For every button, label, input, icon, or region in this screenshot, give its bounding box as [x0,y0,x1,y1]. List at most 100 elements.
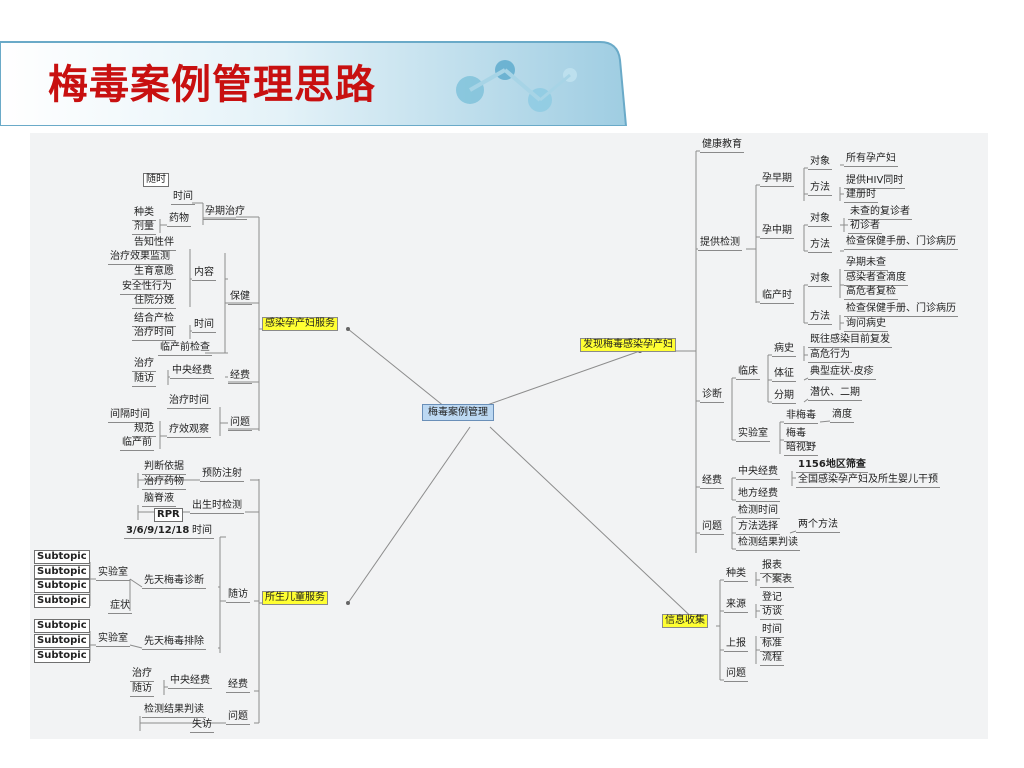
node-diagnosis[interactable]: 诊断 [700,389,724,403]
node-early-target[interactable]: 所有孕产妇 [844,153,898,167]
node-early-method[interactable]: 提供HIV同时 [844,175,906,189]
node-stage-value[interactable]: 潜伏、二期 [808,387,862,401]
node-issue-treatment-time[interactable]: 治疗时间 [167,395,211,409]
node-local-funding[interactable]: 地方经费 [736,488,780,502]
node-prevent-injection[interactable]: 预防注射 [200,468,244,482]
node-health-education[interactable]: 健康教育 [700,139,744,153]
node-info-sources[interactable]: 来源 [724,599,748,613]
node-early-method[interactable]: 建册时 [844,189,878,203]
node-content-item[interactable]: 告知性伴 [132,237,176,251]
node-prenatal-check[interactable]: 临产前检查 [158,342,212,356]
node-delivery-target-label[interactable]: 对象 [808,273,832,287]
node-mid-method-label[interactable]: 方法 [808,239,832,253]
node-darkfield[interactable]: 暗视野 [784,442,818,456]
node-care-time-item[interactable]: 治疗时间 [132,327,176,341]
node-diagnosis-lab[interactable]: 实验室 [96,567,130,581]
node-drug-type[interactable]: 种类 [132,207,156,221]
node-content-item[interactable]: 住院分娩 [132,295,176,309]
node-content-item[interactable]: 治疗效果监测 [108,251,172,265]
node-efficacy[interactable]: 疗效观察 [167,424,211,438]
node-subtopic[interactable]: Subtopic [34,594,90,608]
node-diagnosis-lab[interactable]: 实验室 [736,428,770,442]
node-delivery-target[interactable]: 高危者复检 [844,286,898,300]
node-delivery-method[interactable]: 询问病史 [844,318,888,332]
node-discover-central-funding[interactable]: 中央经费 [736,466,780,480]
node-care[interactable]: 保健 [228,291,252,305]
node-content-item[interactable]: 安全性行为 [120,281,174,295]
node-history-item[interactable]: 高危行为 [808,349,852,363]
node-subtopic[interactable]: Subtopic [34,565,90,579]
node-diagnosis-symptom[interactable]: 症状 [108,600,132,614]
node-efficacy-item[interactable]: 规范 [132,423,156,437]
node-clinical[interactable]: 临床 [736,366,760,380]
node-mid-target[interactable]: 未查的复诊者 [848,206,912,220]
node-info-type-item[interactable]: 报表 [760,560,784,574]
node-subtopic[interactable]: Subtopic [34,550,90,564]
node-delivery[interactable]: 临产时 [760,290,794,304]
node-subtopic[interactable]: Subtopic [34,579,90,593]
node-discover-issue-item[interactable]: 方法选择 [736,521,780,535]
node-mid-method[interactable]: 检查保健手册、门诊病历 [844,236,958,250]
node-newborn-central-funding[interactable]: 中央经费 [168,675,212,689]
node-care-time-item[interactable]: 结合产检 [132,313,176,327]
node-early-target-label[interactable]: 对象 [808,156,832,170]
node-info-report-item[interactable]: 流程 [760,652,784,666]
node-delivery-method-label[interactable]: 方法 [808,311,832,325]
node-discover-issues[interactable]: 问题 [700,521,724,535]
node-non-treponemal[interactable]: 非梅毒 [784,410,818,424]
node-care-content[interactable]: 内容 [192,267,216,281]
node-info-type-item[interactable]: 个案表 [760,574,794,588]
node-followup-time[interactable]: 时间 [190,525,214,539]
node-mid-pregnancy[interactable]: 孕中期 [760,225,794,239]
node-signs-value[interactable]: 典型症状-皮疹 [808,366,876,380]
node-pregnancy-treatment[interactable]: 孕期治疗 [203,206,247,220]
node-care-time[interactable]: 时间 [192,319,216,333]
node-efficacy-item[interactable]: 临产前 [120,437,154,451]
node-info-issues[interactable]: 问题 [724,668,748,682]
node-subtopic[interactable]: Subtopic [34,634,90,648]
node-congenital-exclusion[interactable]: 先天梅毒排除 [142,636,206,650]
node-newborn-issue-item[interactable]: 失访 [190,719,214,733]
node-efficacy-item[interactable]: 间隔时间 [108,409,152,423]
node-prevent-item[interactable]: 治疗药物 [142,476,186,490]
node-maternal-funding[interactable]: 经费 [228,370,252,384]
node-mid-target[interactable]: 初诊者 [848,220,882,234]
mindmap-center-node[interactable]: 梅毒案例管理 [422,404,494,421]
node-congenital-diagnosis[interactable]: 先天梅毒诊断 [142,575,206,589]
node-newborn-issue-item[interactable]: 检测结果判读 [142,704,206,718]
node-birth-test[interactable]: 出生时检测 [190,500,244,514]
node-anytime[interactable]: 随时 [143,173,169,187]
node-subtopic[interactable]: Subtopic [34,619,90,633]
node-prevent-item[interactable]: 判断依据 [142,461,186,475]
node-info-types[interactable]: 种类 [724,568,748,582]
node-content-item[interactable]: 生育意愿 [132,266,176,280]
node-info-source-item[interactable]: 访谈 [760,606,784,620]
node-provide-testing[interactable]: 提供检测 [698,237,742,251]
node-maternal-funding-item[interactable]: 治疗 [132,358,156,372]
node-maternal-funding-item[interactable]: 随访 [132,373,156,387]
node-birth-test-item[interactable]: 脑脊液 [142,493,176,507]
node-discover-central-item[interactable]: 全国感染孕产妇及所生婴儿干预 [796,474,940,488]
node-discover-issue-item[interactable]: 检测时间 [736,505,780,519]
node-birth-test-item[interactable]: RPR [154,508,183,522]
node-treatment-time[interactable]: 时间 [171,191,195,205]
node-treatment-drug[interactable]: 药物 [167,213,191,227]
node-discover-central-item[interactable]: 1156地区筛查 [796,459,868,473]
branch-info[interactable]: 信息收集 [662,614,708,628]
node-followup[interactable]: 随访 [226,589,250,603]
node-treponemal[interactable]: 梅毒 [784,428,808,442]
node-signs[interactable]: 体征 [772,368,796,382]
node-newborn-issues[interactable]: 问题 [226,711,250,725]
node-two-methods[interactable]: 两个方法 [796,519,840,533]
node-maternal-issues[interactable]: 问题 [228,417,252,431]
node-exclusion-lab[interactable]: 实验室 [96,633,130,647]
node-discover-funding[interactable]: 经费 [700,475,724,489]
node-newborn-funding[interactable]: 经费 [226,679,250,693]
node-titer[interactable]: 滴度 [830,409,854,423]
node-info-report-item[interactable]: 标准 [760,638,784,652]
node-delivery-target[interactable]: 感染者查滴度 [844,272,908,286]
node-maternal-central-funding[interactable]: 中央经费 [170,365,214,379]
node-early-pregnancy[interactable]: 孕早期 [760,173,794,187]
node-followup-time-value[interactable]: 3/6/9/12/18 [124,525,192,539]
node-early-method-label[interactable]: 方法 [808,182,832,196]
